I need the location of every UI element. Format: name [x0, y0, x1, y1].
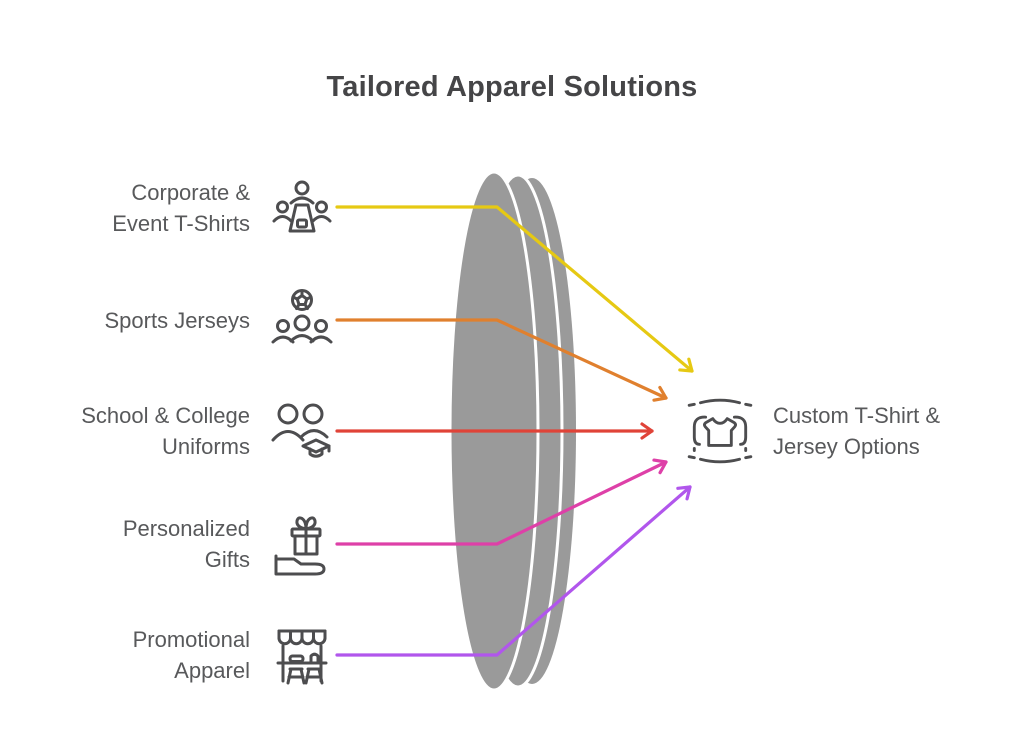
connector-corporate-event-tshirts: [335, 205, 694, 373]
output-node-custom-tshirt-jersey-options: Custom T-Shirt & Jersey Options: [683, 394, 940, 468]
page-title: Tailored Apparel Solutions: [326, 71, 698, 103]
connectors: [335, 205, 694, 657]
item-label: Corporate & Event T-Shirts: [112, 180, 250, 236]
source-item-personalized-gifts: Personalized Gifts: [0, 512, 334, 576]
item-label: School & College Uniforms: [81, 403, 250, 459]
lens-layer-back: [488, 178, 576, 684]
item-label: Personalized Gifts: [122, 516, 250, 572]
connector-personalized-gifts: [335, 458, 668, 546]
funnel-lens: [448, 170, 576, 692]
source-item-promotional-apparel: Promotional Apparel: [0, 623, 334, 687]
source-item-corporate-event-tshirts: Corporate & Event T-Shirts: [0, 176, 334, 240]
item-label: Promotional Apparel: [132, 627, 250, 683]
custom-tshirt-frame-icon: [683, 394, 757, 468]
output-label: Custom T-Shirt & Jersey Options: [773, 403, 941, 459]
sports-team-ball-icon: [270, 288, 334, 352]
connector-promotional-apparel: [335, 485, 692, 657]
lens-layer-middle: [472, 173, 564, 689]
item-label: Sports Jerseys: [104, 307, 251, 333]
source-item-sports-jerseys: Sports Jerseys: [0, 288, 334, 352]
connector-sports-jerseys: [335, 318, 668, 402]
students-graduation-icon: [270, 399, 334, 463]
podium-speaker-icon: [270, 176, 334, 240]
market-stall-icon: [270, 623, 334, 687]
gift-in-hand-icon: [270, 512, 334, 576]
lens-layer-front: [448, 170, 540, 692]
source-item-school-college-uniforms: School & College Uniforms: [0, 399, 334, 463]
